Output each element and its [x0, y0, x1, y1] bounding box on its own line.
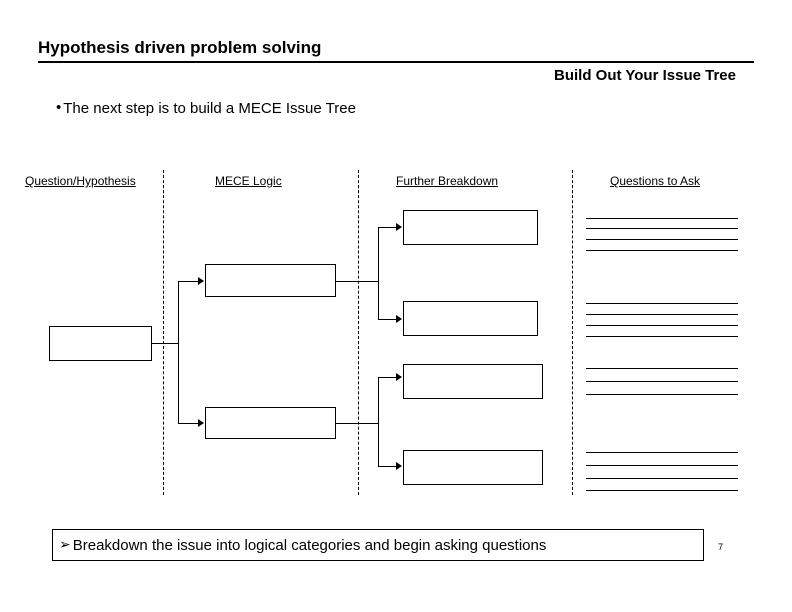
question-line [586, 314, 738, 315]
column-header-questions-to-ask: Questions to Ask [610, 174, 701, 188]
arrow-to-logic-1-icon [198, 277, 204, 285]
column-header-further-breakdown: Further Breakdown [396, 174, 499, 188]
divider-dashed-3 [572, 170, 573, 495]
question-line [586, 452, 738, 453]
breakdown-box-2 [403, 301, 538, 336]
connector-to-logic-1 [178, 281, 199, 282]
page-number: 7 [718, 542, 724, 552]
question-line [586, 490, 738, 491]
arrow-to-breakdown-2-icon [396, 315, 402, 323]
arrow-right-icon: ➢ [59, 537, 71, 553]
arrow-to-logic-2-icon [198, 419, 204, 427]
logic-box-1 [205, 264, 336, 297]
connector-to-breakdown-4 [378, 466, 397, 467]
arrow-to-breakdown-3-icon [396, 373, 402, 381]
question-line [586, 478, 738, 479]
footer-text: Breakdown the issue into logical categor… [72, 536, 547, 554]
question-line [586, 381, 738, 382]
question-line [586, 394, 738, 395]
divider-dashed-2 [358, 170, 359, 495]
connector-root-vertical [178, 281, 179, 423]
page-subtitle: Build Out Your Issue Tree [554, 67, 736, 84]
page-title: Hypothesis driven problem solving [38, 38, 754, 63]
footer-callout: ➢ Breakdown the issue into logical categ… [52, 529, 704, 561]
column-header-mece-logic: MECE Logic [215, 174, 282, 188]
question-line [586, 368, 738, 369]
question-line [586, 336, 738, 337]
breakdown-box-3 [403, 364, 543, 399]
logic-box-2 [205, 407, 336, 439]
breakdown-box-1 [403, 210, 538, 245]
question-line [586, 228, 738, 229]
column-header-question-hypothesis: Question/Hypothesis [25, 174, 136, 188]
bullet-line: •The next step is to build a MECE Issue … [56, 98, 356, 120]
connector-to-breakdown-1 [378, 227, 397, 228]
divider-dashed-1 [163, 170, 164, 495]
connector-logic1-stub [336, 281, 378, 282]
question-line [586, 303, 738, 304]
connector-logic1-vertical [378, 227, 379, 319]
bullet-dot-icon: • [56, 99, 62, 117]
connector-logic2-vertical [378, 377, 379, 466]
connector-to-logic-2 [178, 423, 199, 424]
question-line [586, 325, 738, 326]
connector-to-breakdown-2 [378, 319, 397, 320]
arrow-to-breakdown-1-icon [396, 223, 402, 231]
question-line [586, 465, 738, 466]
question-line [586, 239, 738, 240]
connector-logic2-stub [336, 423, 378, 424]
arrow-to-breakdown-4-icon [396, 462, 402, 470]
question-line [586, 250, 738, 251]
connector-to-breakdown-3 [378, 377, 397, 378]
breakdown-box-4 [403, 450, 543, 485]
connector-root-stub [152, 343, 178, 344]
question-line [586, 218, 738, 219]
bullet-text: The next step is to build a MECE Issue T… [63, 100, 356, 118]
root-box [49, 326, 152, 361]
